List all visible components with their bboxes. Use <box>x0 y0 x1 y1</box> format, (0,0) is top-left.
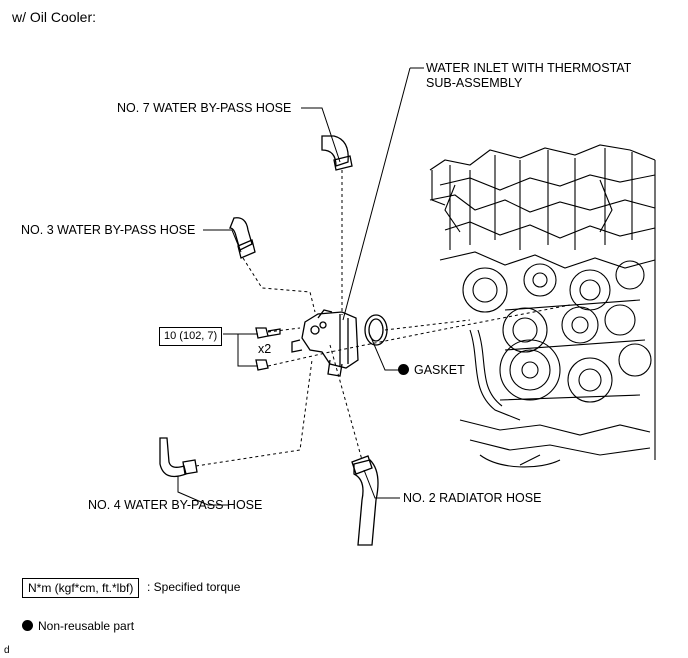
torque-value-box: 10 (102, 7) <box>159 327 223 346</box>
no7-hose-label: NO. 7 WATER BY-PASS HOSE <box>117 101 292 115</box>
no7-hose-illustration <box>321 135 353 171</box>
legend-nonreusable-text: Non-reusable part <box>38 619 135 633</box>
nonreusable-dot-icon <box>398 364 409 375</box>
filled-circle-icon <box>22 620 33 631</box>
no3-hose-label: NO. 3 WATER BY-PASS HOSE <box>21 223 196 237</box>
radiator-hose-label: NO. 2 RADIATOR HOSE <box>403 491 542 505</box>
legend-torque-text: : Specified torque <box>147 580 241 594</box>
thermostat-label-line2: SUB-ASSEMBLY <box>426 76 523 90</box>
dashed-assembly-lines <box>195 170 571 467</box>
legend-torque-box: N*m (kgf*cm, ft.*lbf) <box>22 578 140 598</box>
water-inlet-illustration <box>291 309 359 377</box>
page-title: w/ Oil Cooler: <box>12 9 97 25</box>
no4-hose-label: NO. 4 WATER BY-PASS HOSE <box>88 498 263 512</box>
thermostat-label-line1: WATER INLET WITH THERMOSTAT <box>426 61 632 75</box>
legend-nonreusable: Non-reusable part <box>22 620 134 632</box>
gasket-label: GASKET <box>398 364 465 377</box>
quantity-label: x2 <box>258 342 272 356</box>
gasket-illustration <box>364 314 388 346</box>
footer-code: d <box>4 645 10 656</box>
radiator-hose-illustration <box>351 455 379 546</box>
no4-hose-illustration <box>159 437 198 478</box>
bolt-illustration <box>255 327 281 371</box>
gasket-label-text: GASKET <box>414 363 465 377</box>
engine-illustration <box>429 144 656 468</box>
no3-hose-illustration <box>229 217 256 259</box>
